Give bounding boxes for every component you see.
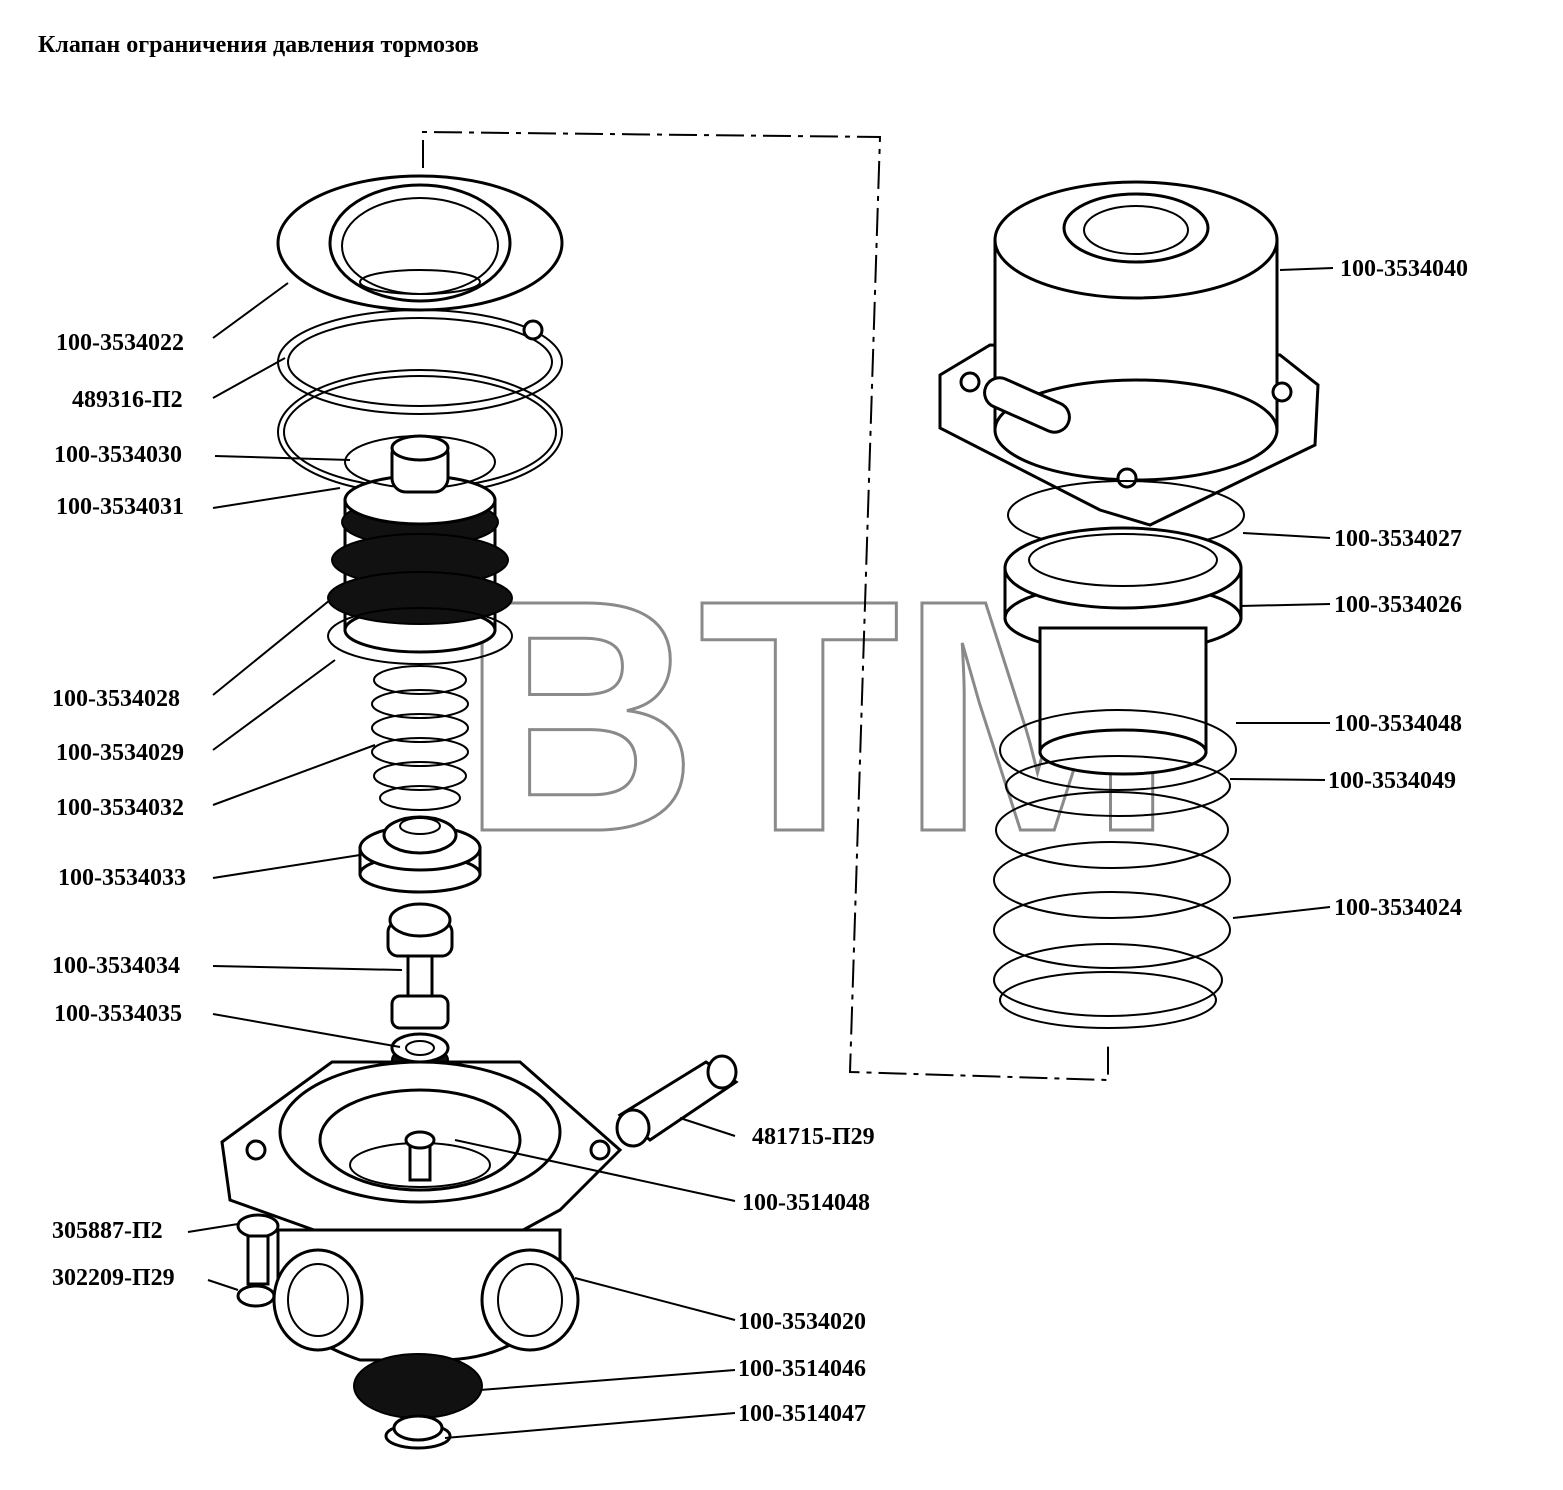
label-302209-p29: 302209-П29 bbox=[52, 1265, 175, 1291]
label-100-3534031: 100-3534031 bbox=[56, 494, 184, 520]
piston bbox=[327, 434, 513, 654]
stem-nut bbox=[390, 1032, 450, 1075]
label-305887-p2: 305887-П2 bbox=[52, 1218, 163, 1244]
valve-body bbox=[220, 1060, 623, 1362]
cover bbox=[938, 180, 1320, 527]
label-100-3534040: 100-3534040 bbox=[1340, 256, 1468, 282]
label-100-3534032: 100-3534032 bbox=[56, 795, 184, 821]
label-100-3514048: 100-3514048 bbox=[742, 1190, 870, 1216]
large-spring bbox=[993, 791, 1231, 1029]
page-title: Клапан ограничения давления тормозов bbox=[38, 32, 479, 58]
spring-seat bbox=[358, 815, 482, 894]
piston-o-ring bbox=[327, 607, 513, 665]
label-100-3534029: 100-3534029 bbox=[56, 740, 184, 766]
label-100-3534035: 100-3534035 bbox=[54, 1001, 182, 1027]
label-100-3534027: 100-3534027 bbox=[1334, 526, 1462, 552]
sleeve bbox=[1003, 526, 1243, 776]
washer-top bbox=[276, 174, 564, 312]
valve-stem bbox=[386, 902, 454, 1030]
bottom-cap bbox=[384, 1414, 452, 1450]
label-100-3514046: 100-3514046 bbox=[738, 1356, 866, 1382]
label-100-3514047: 100-3514047 bbox=[738, 1401, 866, 1427]
sleeve-rings bbox=[999, 709, 1237, 817]
diaphragm bbox=[353, 1353, 483, 1419]
label-481715-p29: 481715-П29 bbox=[752, 1124, 875, 1150]
small-spring bbox=[371, 665, 469, 811]
label-100-3534020: 100-3534020 bbox=[738, 1309, 866, 1335]
label-100-3534022: 100-3534022 bbox=[56, 330, 184, 356]
label-100-3534034: 100-3534034 bbox=[52, 953, 180, 979]
retaining-ring bbox=[277, 309, 563, 415]
label-100-3534049: 100-3534049 bbox=[1328, 768, 1456, 794]
label-100-3534024: 100-3534024 bbox=[1334, 895, 1462, 921]
leader-lines bbox=[187, 267, 1334, 1439]
assembly-line bbox=[422, 130, 1109, 1082]
label-100-3534033: 100-3534033 bbox=[58, 865, 186, 891]
label-100-3534048: 100-3534048 bbox=[1334, 711, 1462, 737]
label-100-3534026: 100-3534026 bbox=[1334, 592, 1462, 618]
threaded-fitting bbox=[615, 1054, 739, 1148]
label-489316-p2: 489316-П2 bbox=[72, 387, 183, 413]
label-100-3534030: 100-3534030 bbox=[54, 442, 182, 468]
label-100-3534028: 100-3534028 bbox=[52, 686, 180, 712]
small-screw bbox=[236, 1213, 280, 1308]
